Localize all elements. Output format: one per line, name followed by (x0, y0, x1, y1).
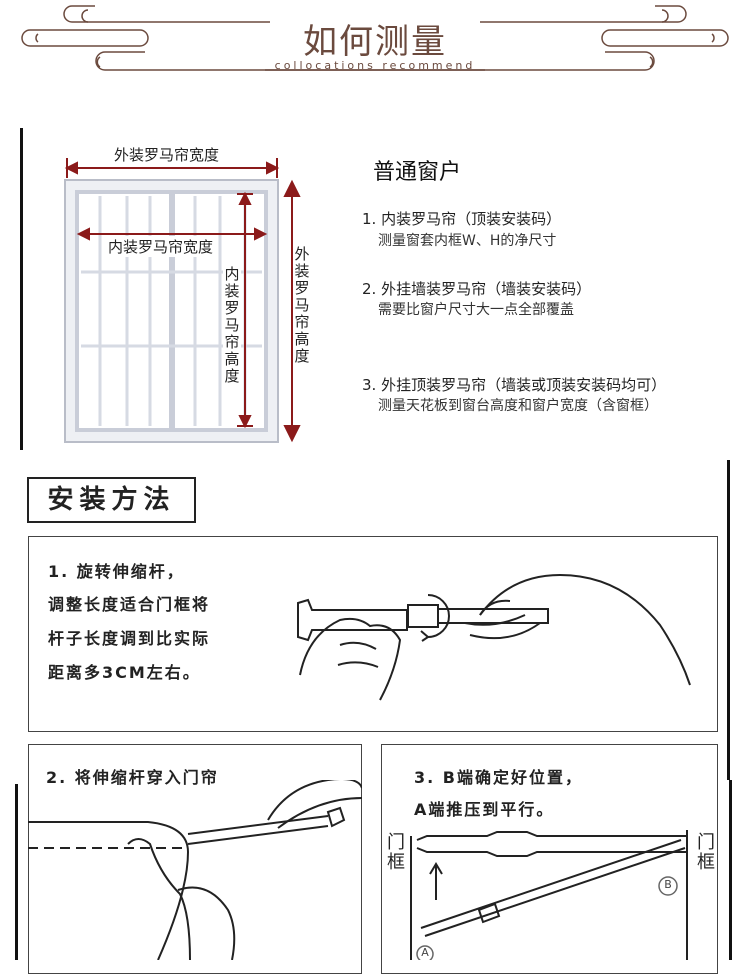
measure-step-1-desc: 测量窗套内框W、H的净尺寸 (378, 233, 557, 249)
install-step-3-line-1: 3. B端确定好位置， (414, 768, 583, 787)
section-bar-right-2 (729, 780, 732, 960)
insert-rod-illustration (28, 780, 362, 960)
cloud-ornament-icon (21, 5, 729, 71)
section-bar-right (727, 460, 730, 780)
rotate-rod-illustration (297, 573, 691, 701)
measure-step-2-title: 2. 外挂墙装罗马帘（墙装安装码） (362, 280, 592, 298)
outer-height-label: 外装罗马帘高度 (293, 245, 311, 365)
install-step-1-line-4: 距离多3CM左右。 (48, 663, 201, 682)
install-step-1-panel (28, 536, 718, 732)
section-bar-left-2 (15, 784, 18, 960)
install-step-3-line-2: A端推压到平行。 (414, 800, 555, 819)
door-frame-label-left: 门框 (387, 832, 405, 873)
section-bar (20, 128, 23, 450)
install-step-2-title: 2. 将伸缩杆穿入门帘 (46, 768, 219, 787)
install-heading: 安装方法 (27, 477, 196, 523)
measure-step-1-title: 1. 内装罗马帘（顶装安装码） (362, 210, 562, 228)
marker-a-circle (416, 945, 434, 960)
install-step-1-line-1: 1. 旋转伸缩杆， (48, 562, 185, 581)
page-title: 如何测量 (303, 22, 447, 62)
window-type-heading: 普通窗户 (373, 160, 462, 185)
marker-b-label: B (664, 878, 672, 891)
inner-width-label: 内装罗马帘宽度 (105, 236, 217, 257)
window-diagram (64, 158, 301, 443)
install-step-1-line-2: 调整长度适合门框将 (48, 595, 211, 614)
page-subtitle: collocations recommend (274, 59, 476, 72)
marker-b-circle (658, 876, 678, 896)
marker-a-label: A (421, 946, 429, 959)
door-frame-label-right: 门框 (697, 832, 715, 873)
inner-height-label: 内装罗马帘高度 (223, 265, 241, 385)
page-header: 如何测量 collocations recommend (0, 0, 750, 100)
level-rod-illustration (410, 830, 688, 960)
measure-step-2-desc: 需要比窗户尺寸大一点全部覆盖 (378, 302, 574, 318)
measure-step-3-desc: 测量天花板到窗台高度和窗户宽度（含窗框） (378, 398, 658, 414)
outer-width-label: 外装罗马帘宽度 (112, 144, 222, 165)
install-step-1-line-3: 杆子长度调到比实际 (48, 629, 211, 648)
measure-step-3-title: 3. 外挂顶装罗马帘（墙装或顶装安装码均可） (362, 376, 667, 394)
